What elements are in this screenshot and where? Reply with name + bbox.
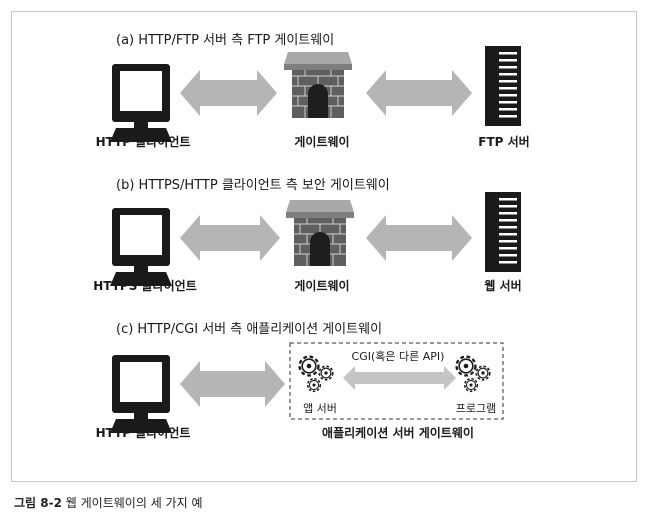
cgi-api-label: CGI(혹은 다른 API)	[352, 349, 445, 363]
panel-a-gateway-server-arrow	[366, 70, 472, 116]
panel-b-server-label: 웹 서버	[484, 278, 521, 293]
panel-a-ftp-server-icon	[485, 46, 521, 126]
figure-caption: 그림 8-2 웹 게이트웨이의 세 가지 예	[14, 494, 202, 511]
panel-c-client-label: HTTP 클라이언트	[96, 425, 191, 440]
figure-number: 그림 8-2	[14, 496, 62, 510]
panel-b-title: (b) HTTPS/HTTP 클라이언트 측 보안 게이트웨이	[116, 178, 390, 193]
app-server-label: 앱 서버	[303, 402, 337, 415]
cgi-api-arrow	[343, 366, 456, 390]
panel-a-client-label: HTTP 클라이언트	[96, 134, 191, 149]
panel-a-gateway-arch-icon	[283, 51, 353, 119]
panel-b-web-server-icon	[485, 192, 521, 272]
panel-b-gateway-label: 게이트웨이	[294, 278, 349, 293]
panel-b-gateway-arch-icon	[285, 199, 355, 267]
panel-c-client-monitor-icon	[110, 355, 172, 433]
app-server-gear-icon	[300, 357, 333, 392]
panel-b-client-monitor-icon	[110, 208, 172, 286]
program-label: 프로그램	[456, 402, 496, 415]
panel-b-gateway-server-arrow	[366, 215, 472, 261]
app-server-gateway-box	[289, 342, 504, 420]
panel-b-client-label: HTTPS 클라이언트	[93, 278, 197, 293]
gateway-diagram: (a) HTTP/FTP 서버 측 FTP 게이트웨이 HTTP 클라이언트 게…	[93, 33, 529, 440]
panel-a-title: (a) HTTP/FTP 서버 측 FTP 게이트웨이	[116, 33, 334, 48]
panel-b-client-gateway-arrow	[180, 215, 280, 261]
app-gateway-box-label: 애플리케이션 서버 게이트웨이	[322, 425, 474, 440]
panel-a-client-monitor-icon	[110, 64, 172, 142]
panel-a-gateway-label: 게이트웨이	[294, 134, 349, 149]
panel-a-client-gateway-arrow	[180, 70, 277, 116]
panel-c-client-gateway-arrow	[180, 361, 285, 407]
panel-c-title: (c) HTTP/CGI 서버 측 애플리케이션 게이트웨이	[116, 322, 382, 337]
figure-caption-text: 웹 게이트웨이의 세 가지 예	[65, 496, 203, 510]
panel-a-server-label: FTP 서버	[478, 134, 529, 149]
program-gear-icon	[457, 357, 490, 392]
